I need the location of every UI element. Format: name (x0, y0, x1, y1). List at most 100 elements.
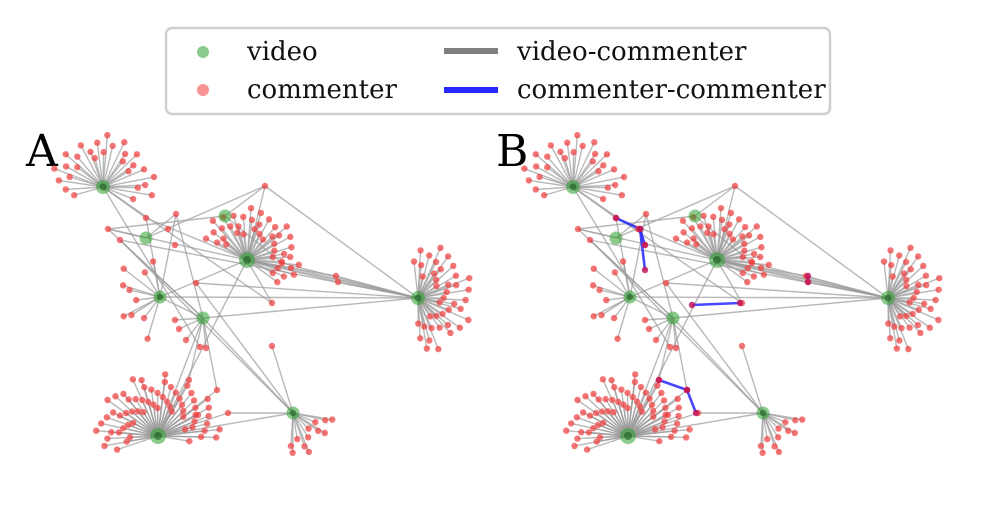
edge-video-commenter (202, 317, 218, 391)
commenter-node (705, 223, 712, 230)
edge-video-commenter (102, 145, 114, 188)
commenter-node (741, 247, 748, 254)
commenter-node (251, 225, 258, 233)
commenter-node (112, 393, 119, 400)
commenter-node (920, 300, 928, 308)
commenter-node (168, 408, 176, 415)
commenter-node (683, 386, 691, 394)
commenter-node (775, 448, 783, 456)
legend: video commenter video-commenter commente… (164, 26, 832, 116)
commenter-node (741, 223, 749, 231)
commenter-node (275, 232, 283, 239)
commenter-node (134, 184, 142, 191)
commenter-node (596, 286, 603, 294)
commenter-node (287, 253, 294, 261)
commenter-node (154, 404, 161, 412)
commenter-node (269, 253, 277, 261)
edge-video-commenter (123, 268, 161, 298)
commenter-node (591, 150, 599, 158)
commenter-node (175, 325, 183, 333)
commenter-node (700, 212, 707, 219)
commenter-node (675, 404, 683, 411)
commenter-node (91, 154, 99, 162)
commenter-node (445, 281, 452, 288)
edge-video-commenter (645, 213, 674, 319)
commenter-node (727, 209, 735, 217)
commenter-node (759, 449, 766, 456)
commenter-node (116, 236, 124, 244)
commenter-node (109, 409, 117, 416)
edge-video-commenter (576, 416, 629, 437)
commenter-node (141, 269, 149, 276)
commenter-node (564, 139, 571, 146)
edge-video-commenter (102, 176, 155, 188)
commenter-node (896, 313, 904, 320)
commenter-node (710, 213, 717, 221)
commenter-node (540, 192, 548, 199)
edge-video-commenter (202, 317, 294, 414)
edge-video-commenter (716, 236, 761, 261)
commenter-node (922, 272, 930, 279)
commenter-node (637, 383, 645, 391)
legend-item-video: video (197, 37, 318, 67)
commenter-node (93, 427, 100, 434)
commenter-node (532, 163, 540, 170)
commenter-node (329, 416, 336, 423)
commenter-node (196, 343, 204, 351)
commenter-node (104, 435, 111, 442)
commenter-node (125, 168, 132, 175)
commenter-node (666, 343, 674, 351)
commenter-node (926, 324, 934, 331)
commenter-node (415, 320, 422, 327)
commenter-node (609, 396, 616, 404)
video-node-core (289, 409, 297, 417)
commenter-node (128, 408, 136, 415)
commenter-node (791, 429, 798, 437)
edge-video-commenter (195, 282, 419, 299)
edge-video-commenter (102, 186, 273, 304)
commenter-node (437, 266, 445, 273)
commenter-node (736, 299, 744, 307)
edge-video-commenter (602, 379, 629, 437)
commenter-node (205, 404, 213, 411)
commenter-node (268, 342, 276, 350)
commenter-node (656, 437, 663, 445)
commenter-node (235, 223, 242, 230)
commenter-node (287, 264, 295, 272)
commenter-node (610, 408, 617, 416)
edge-video-commenter (102, 153, 138, 188)
commenter-node (610, 314, 618, 322)
commenter-node (744, 264, 751, 272)
commenter-node (654, 382, 661, 389)
commenter-node (757, 233, 764, 241)
commenter-node (440, 294, 447, 302)
commenter-node (230, 212, 237, 219)
commenter-node (574, 435, 581, 442)
commenter-node (141, 181, 149, 189)
edge-video-commenter (264, 185, 419, 299)
edge-video-commenter (246, 236, 291, 261)
commenter-node (599, 376, 607, 383)
commenter-node (103, 414, 111, 421)
commenter-node (62, 186, 69, 193)
edge-video-commenter (271, 345, 294, 414)
commenter-node (265, 216, 273, 223)
commenter-node (603, 296, 610, 304)
commenter-node (891, 323, 898, 330)
commenter-node (150, 401, 157, 408)
commenter-node (130, 162, 137, 169)
edge-video-commenter (159, 296, 419, 299)
commenter-node (120, 265, 127, 272)
commenter-node (437, 244, 444, 252)
commenter-node (652, 426, 659, 433)
commenter-node (633, 398, 641, 405)
video-node (139, 231, 153, 245)
commenter-node (172, 389, 180, 396)
edge-video-commenter (417, 297, 469, 321)
commenter-node (289, 449, 296, 456)
commenter-node (910, 294, 917, 302)
commenter-node (274, 278, 281, 286)
commenter-node (661, 418, 668, 425)
commenter-node (149, 258, 157, 265)
